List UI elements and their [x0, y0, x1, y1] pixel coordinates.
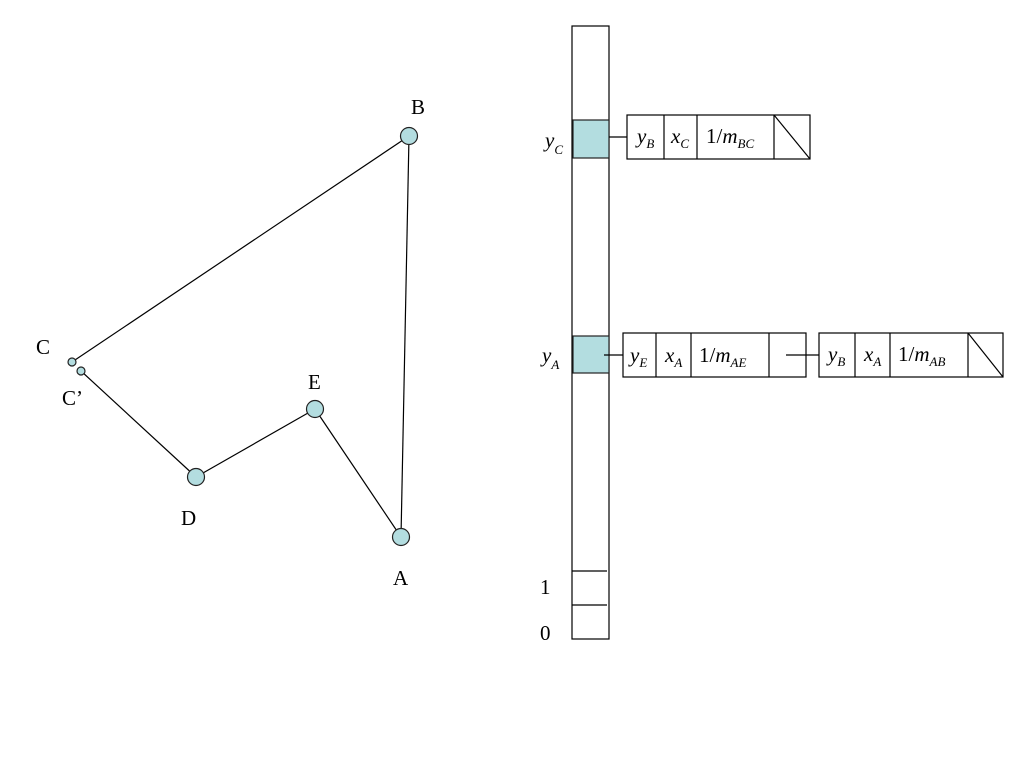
vertex-label-e: E — [308, 370, 321, 394]
record-bc-null-slash — [773, 114, 811, 160]
vertex-b — [399, 126, 419, 146]
vertex-label-d: D — [181, 506, 196, 530]
record-bc-inv-main: m — [722, 124, 737, 148]
row-label-ya: yA — [540, 343, 559, 372]
record-ab-box — [818, 332, 1004, 378]
record-ab-ymax-main: y — [826, 342, 838, 366]
record-ab-null-slash — [967, 332, 1004, 378]
edge-ed — [195, 408, 316, 478]
record-ab-ymax: yB — [826, 342, 845, 369]
vertex-label-a: A — [393, 566, 409, 590]
polygon: B A E D C C’ — [36, 95, 425, 590]
vertex-label-b: B — [411, 95, 425, 119]
record-ab-ymax-sub: B — [837, 354, 845, 369]
record-bc-inv-sub: BC — [738, 136, 755, 151]
edge-ae — [314, 408, 402, 538]
record-ab-x: xA — [863, 342, 881, 369]
vertex-a — [391, 527, 411, 547]
row-label-yc-sub: C — [554, 142, 563, 157]
vertex-label-c-prime: C’ — [62, 386, 83, 410]
record-ae-inv-sub: AE — [730, 355, 747, 370]
edge-cb — [71, 135, 410, 363]
bucket-yc — [572, 119, 610, 159]
edge-record-bc: yB xC 1/mBC — [609, 114, 811, 160]
vertex-label-c: C — [36, 335, 50, 359]
edge-dc — [80, 370, 197, 478]
record-ae-x-sub: A — [673, 355, 682, 370]
row-label-ya-sub: A — [550, 357, 559, 372]
record-ae-ymax-main: y — [628, 343, 640, 367]
edge-ba — [400, 135, 410, 538]
record-ab-inv-sub: AB — [929, 354, 946, 369]
record-ab-x-main: x — [863, 342, 874, 366]
row-label-1: 1 — [540, 575, 551, 599]
record-ae-box — [622, 332, 807, 378]
record-bc-x-sub: C — [680, 136, 689, 151]
record-bc-x-main: x — [670, 124, 681, 148]
record-ae-inv-main: m — [715, 343, 730, 367]
row-label-yc-main: y — [543, 128, 555, 152]
vertex-d — [186, 467, 206, 487]
vertex-c-prime — [76, 366, 86, 376]
record-bc-ymax: yB — [635, 124, 654, 151]
record-ae-ymax-sub: E — [638, 355, 647, 370]
edge-record-ae: yE xA 1/mAE — [604, 332, 807, 378]
bucket-ya — [572, 335, 610, 374]
record-bc-ymax-sub: B — [646, 136, 654, 151]
row-label-0: 0 — [540, 621, 551, 645]
row-label-ya-main: y — [540, 343, 552, 367]
record-ae-x-main: x — [664, 343, 675, 367]
record-bc-ymax-main: y — [635, 124, 647, 148]
record-ae-inv-slope: 1/mAE — [699, 343, 746, 370]
record-ae-inv-pre: 1/ — [699, 343, 716, 367]
record-bc-inv-slope: 1/mBC — [706, 124, 754, 151]
scanline-array — [571, 25, 610, 640]
record-ab-x-sub: A — [872, 354, 881, 369]
record-ab-inv-slope: 1/mAB — [898, 342, 945, 369]
record-ab-inv-pre: 1/ — [898, 342, 915, 366]
vertex-c — [67, 357, 77, 367]
vertex-e — [305, 399, 325, 419]
record-bc-inv-pre: 1/ — [706, 124, 723, 148]
record-bc-x: xC — [670, 124, 689, 151]
record-ae-x: xA — [664, 343, 682, 370]
edge-record-ab: yB xA 1/mAB — [818, 332, 1004, 378]
record-ab-inv-main: m — [914, 342, 929, 366]
record-ae-ymax: yE — [628, 343, 647, 370]
edge-table-array: yC yA 1 0 — [540, 25, 610, 645]
row-label-yc: yC — [543, 128, 563, 157]
